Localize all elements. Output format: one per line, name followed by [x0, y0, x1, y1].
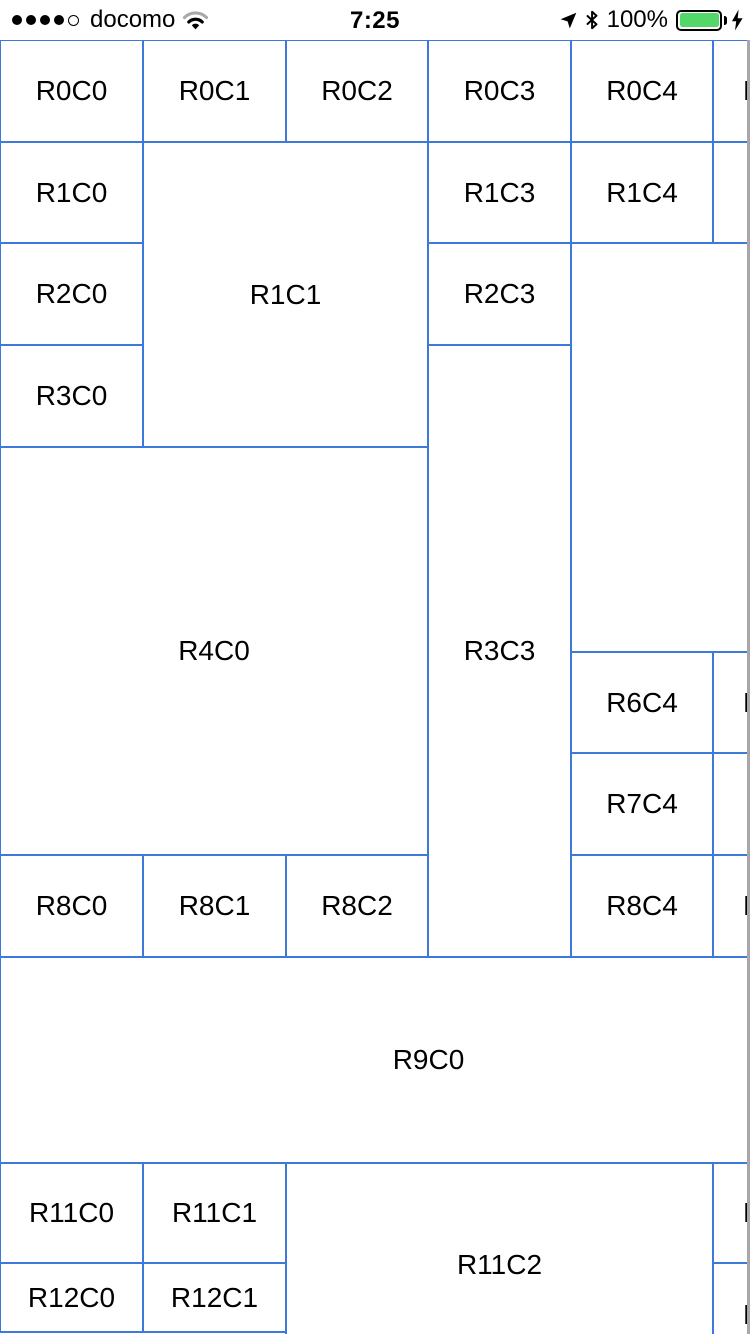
grid-cell-r0c5-clipped[interactable]: R	[712, 39, 750, 143]
status-bar: docomo 7:25 100%	[0, 0, 750, 40]
grid-cell-label: R1C3	[463, 176, 536, 208]
grid-cell-r0c0[interactable]: R0C0	[0, 39, 144, 143]
grid-cell-r0c4[interactable]: R0C4	[570, 39, 714, 143]
grid-cell-r8c0[interactable]: R8C0	[0, 854, 144, 958]
grid-cell-r2c0[interactable]: R2C0	[0, 242, 144, 346]
grid-cell-r7c5-clipped[interactable]	[712, 752, 750, 856]
grid-cell-r11c1[interactable]: R11C1	[142, 1162, 287, 1264]
grid-cell-label: R	[714, 1299, 750, 1331]
grid-cell-r12c0[interactable]: R12C0	[0, 1262, 144, 1333]
grid-cell-label: R8C0	[35, 890, 108, 921]
grid-cell-label: R0C2	[321, 75, 393, 106]
grid-cell-r11c5-clipped[interactable]: R	[712, 1162, 750, 1264]
grid-cell-label: R12C1	[170, 1281, 259, 1313]
grid-cell-r6c5-clipped[interactable]: R	[712, 651, 750, 754]
scrollbar[interactable]	[747, 40, 750, 1334]
grid-cell-r12c5-clipped[interactable]: R	[712, 1262, 750, 1334]
grid-cell-label: R11C1	[171, 1197, 258, 1228]
grid-cell-label: R1C1	[249, 278, 322, 310]
grid-cell-r11c2[interactable]: R11C2	[285, 1162, 714, 1334]
signal-dot-filled	[12, 15, 22, 25]
grid-cell-r8c2[interactable]: R8C2	[285, 854, 429, 958]
grid-cell-label: R	[714, 890, 750, 922]
grid-cell-r8c5-clipped[interactable]: R	[712, 854, 750, 958]
battery-percent-label: 100%	[606, 6, 668, 33]
bluetooth-icon	[586, 10, 598, 30]
grid-cell-label: R2C3	[463, 278, 536, 309]
grid-cell-r1c1[interactable]: R1C1	[142, 141, 429, 448]
signal-dot-empty	[68, 14, 79, 26]
charging-bolt-icon	[732, 9, 743, 31]
grid-cell-r9c0[interactable]: R9C0	[0, 956, 750, 1164]
grid-cell-r1c5-clipped[interactable]	[712, 141, 750, 244]
cell-signal-icon	[12, 14, 79, 26]
grid-cell-label: R	[714, 1197, 750, 1229]
grid-cell-r7c4[interactable]: R7C4	[570, 752, 714, 856]
signal-dot-filled	[26, 15, 36, 25]
grid-cell-label: R11C0	[28, 1197, 115, 1228]
grid-cell-label: R2C0	[35, 278, 108, 309]
grid-cell-r1c4[interactable]: R1C4	[570, 141, 714, 244]
grid-cell-r2c3[interactable]: R2C3	[427, 242, 572, 346]
grid-cell-label: R1C0	[35, 176, 108, 208]
grid-cell-label: R4C0	[178, 635, 250, 666]
grid-cell-r0c3[interactable]: R0C3	[427, 39, 572, 143]
grid-cell-label: R1C4	[606, 176, 678, 208]
grid-cell-r1c3[interactable]: R1C3	[427, 141, 572, 244]
grid-cell-label: R0C4	[606, 75, 678, 106]
signal-dot-filled	[40, 15, 50, 25]
grid-cell-unlabeled-large[interactable]	[570, 242, 750, 653]
grid-cell-r4c0[interactable]: R4C0	[0, 446, 429, 856]
grid-cell-label: R12C0	[27, 1281, 116, 1313]
clock-label: 7:25	[349, 7, 401, 34]
grid-cell-label: R0C1	[178, 75, 251, 106]
grid-cell-label: R7C4	[606, 788, 678, 819]
grid-cell-label: R11C2	[456, 1249, 543, 1280]
grid-cell-label: R3C0	[35, 380, 108, 411]
grid-cell-label: R3C3	[463, 635, 536, 666]
grid-cell-label: R0C3	[463, 75, 536, 106]
grid-cell-r0c1[interactable]: R0C1	[142, 39, 287, 143]
grid-cell-r0c2[interactable]: R0C2	[285, 39, 429, 143]
grid-cell-r3c0[interactable]: R3C0	[0, 344, 144, 448]
grid-cell-r1c0[interactable]: R1C0	[0, 141, 144, 244]
battery-icon	[676, 9, 722, 31]
grid-cell-label: R8C2	[321, 890, 393, 921]
wifi-icon	[183, 11, 209, 30]
battery-tip	[724, 15, 727, 25]
grid-cell-r8c1[interactable]: R8C1	[142, 854, 287, 958]
location-arrow-icon	[560, 12, 576, 28]
grid-cell-label: R6C4	[606, 686, 678, 718]
grid-cell-r3c3[interactable]: R3C3	[427, 344, 572, 958]
grid-cell-label: R8C4	[606, 890, 678, 921]
grid-cell-label: R9C0	[392, 1044, 465, 1075]
grid-cell-r12c1[interactable]: R12C1	[142, 1262, 287, 1333]
carrier-label: docomo	[90, 6, 176, 33]
grid-cell-label: R8C1	[178, 890, 251, 921]
grid-cell-r8c4[interactable]: R8C4	[570, 854, 714, 958]
grid-cell-label: R0C0	[35, 75, 108, 106]
signal-dot-filled	[54, 15, 64, 25]
grid-cell-label: R	[714, 75, 750, 107]
grid-cell-label: R	[714, 687, 750, 719]
grid-cell-r6c4[interactable]: R6C4	[570, 651, 714, 754]
grid-cell-r11c0[interactable]: R11C0	[0, 1162, 144, 1264]
